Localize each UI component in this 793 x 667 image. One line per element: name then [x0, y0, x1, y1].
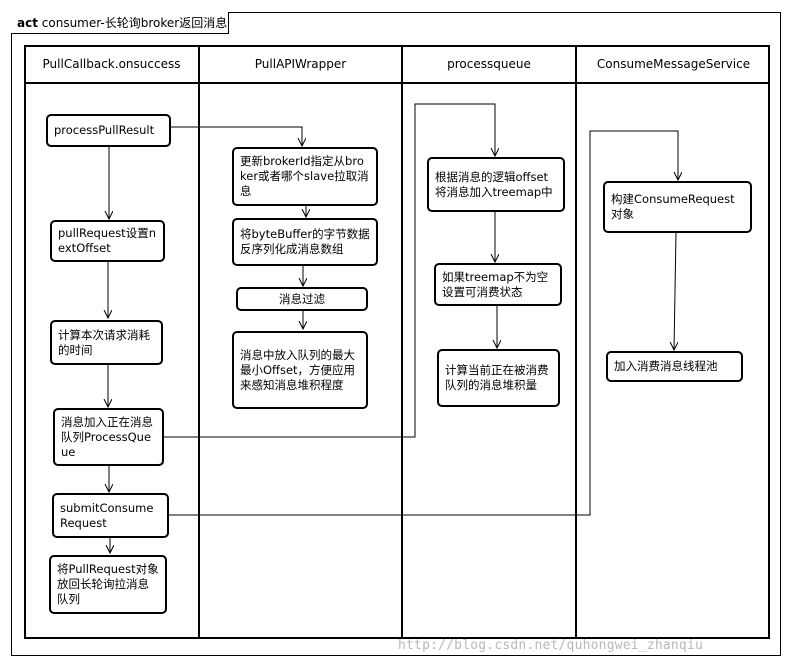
action-compute-request-time: 计算本次请求消耗的时间 [50, 320, 163, 365]
action-set-next-offset: pullRequest设置nextOffset [50, 220, 165, 262]
action-requeue-pull-request: 将PullRequest对象放回长轮询拉消息队列 [49, 555, 167, 614]
flow-edge [169, 130, 678, 516]
action-add-to-process-queue: 消息加入正在消息队列ProcessQueue [53, 408, 164, 466]
diagram-frame [11, 12, 781, 656]
diagram-title: consumer-长轮询broker返回消息 [41, 16, 228, 30]
lane-header-processqueue: processqueue [447, 57, 531, 71]
action-update-broker-id: 更新brokerId指定从broker或者哪个slave拉取消息 [232, 147, 378, 206]
flow-edge [164, 103, 495, 438]
lane-separator [575, 45, 577, 639]
action-build-consume-request: 构建ConsumeRequest对象 [603, 181, 752, 233]
lane-header-consumemessageservice: ConsumeMessageService [596, 57, 751, 71]
flow-edge [674, 232, 676, 350]
action-deserialize-messages: 将byteBuffer的字节数据反序列化成消息数组 [232, 218, 378, 266]
watermark: http://blog.csdn.net/quhongwei_zhanqiu [398, 638, 704, 653]
flow-edge [171, 126, 302, 146]
action-filter-messages: 消息过滤 [236, 287, 368, 311]
lane-header-divider [24, 82, 770, 84]
action-add-to-treemap: 根据消息的逻辑offset将消息加入treemap中 [427, 157, 565, 212]
action-add-to-thread-pool: 加入消费消息线程池 [606, 351, 743, 382]
lane-header-pullcallback: PullCallback.onsuccess [42, 57, 181, 71]
diagram-title-tab: act consumer-长轮询broker返回消息 [11, 12, 229, 34]
action-set-max-min-offset: 消息中放入队列的最大最小Offset，方便应用来感知消息堆积程度 [232, 331, 368, 409]
action-compute-backlog: 计算当前正在被消费队列的消息堆积量 [437, 349, 560, 407]
action-process-pull-result: processPullResult [46, 114, 171, 147]
action-set-consumable: 如果treemap不为空设置可消费状态 [434, 263, 562, 306]
lane-separator [198, 45, 200, 639]
lane-header-pullapiwrapper: PullAPIWrapper [254, 57, 347, 71]
action-submit-consume-request: submitConsumeRequest [52, 493, 169, 538]
diagram-keyword: act [17, 16, 38, 30]
swimlane-container [24, 45, 770, 639]
lane-separator [401, 45, 403, 639]
